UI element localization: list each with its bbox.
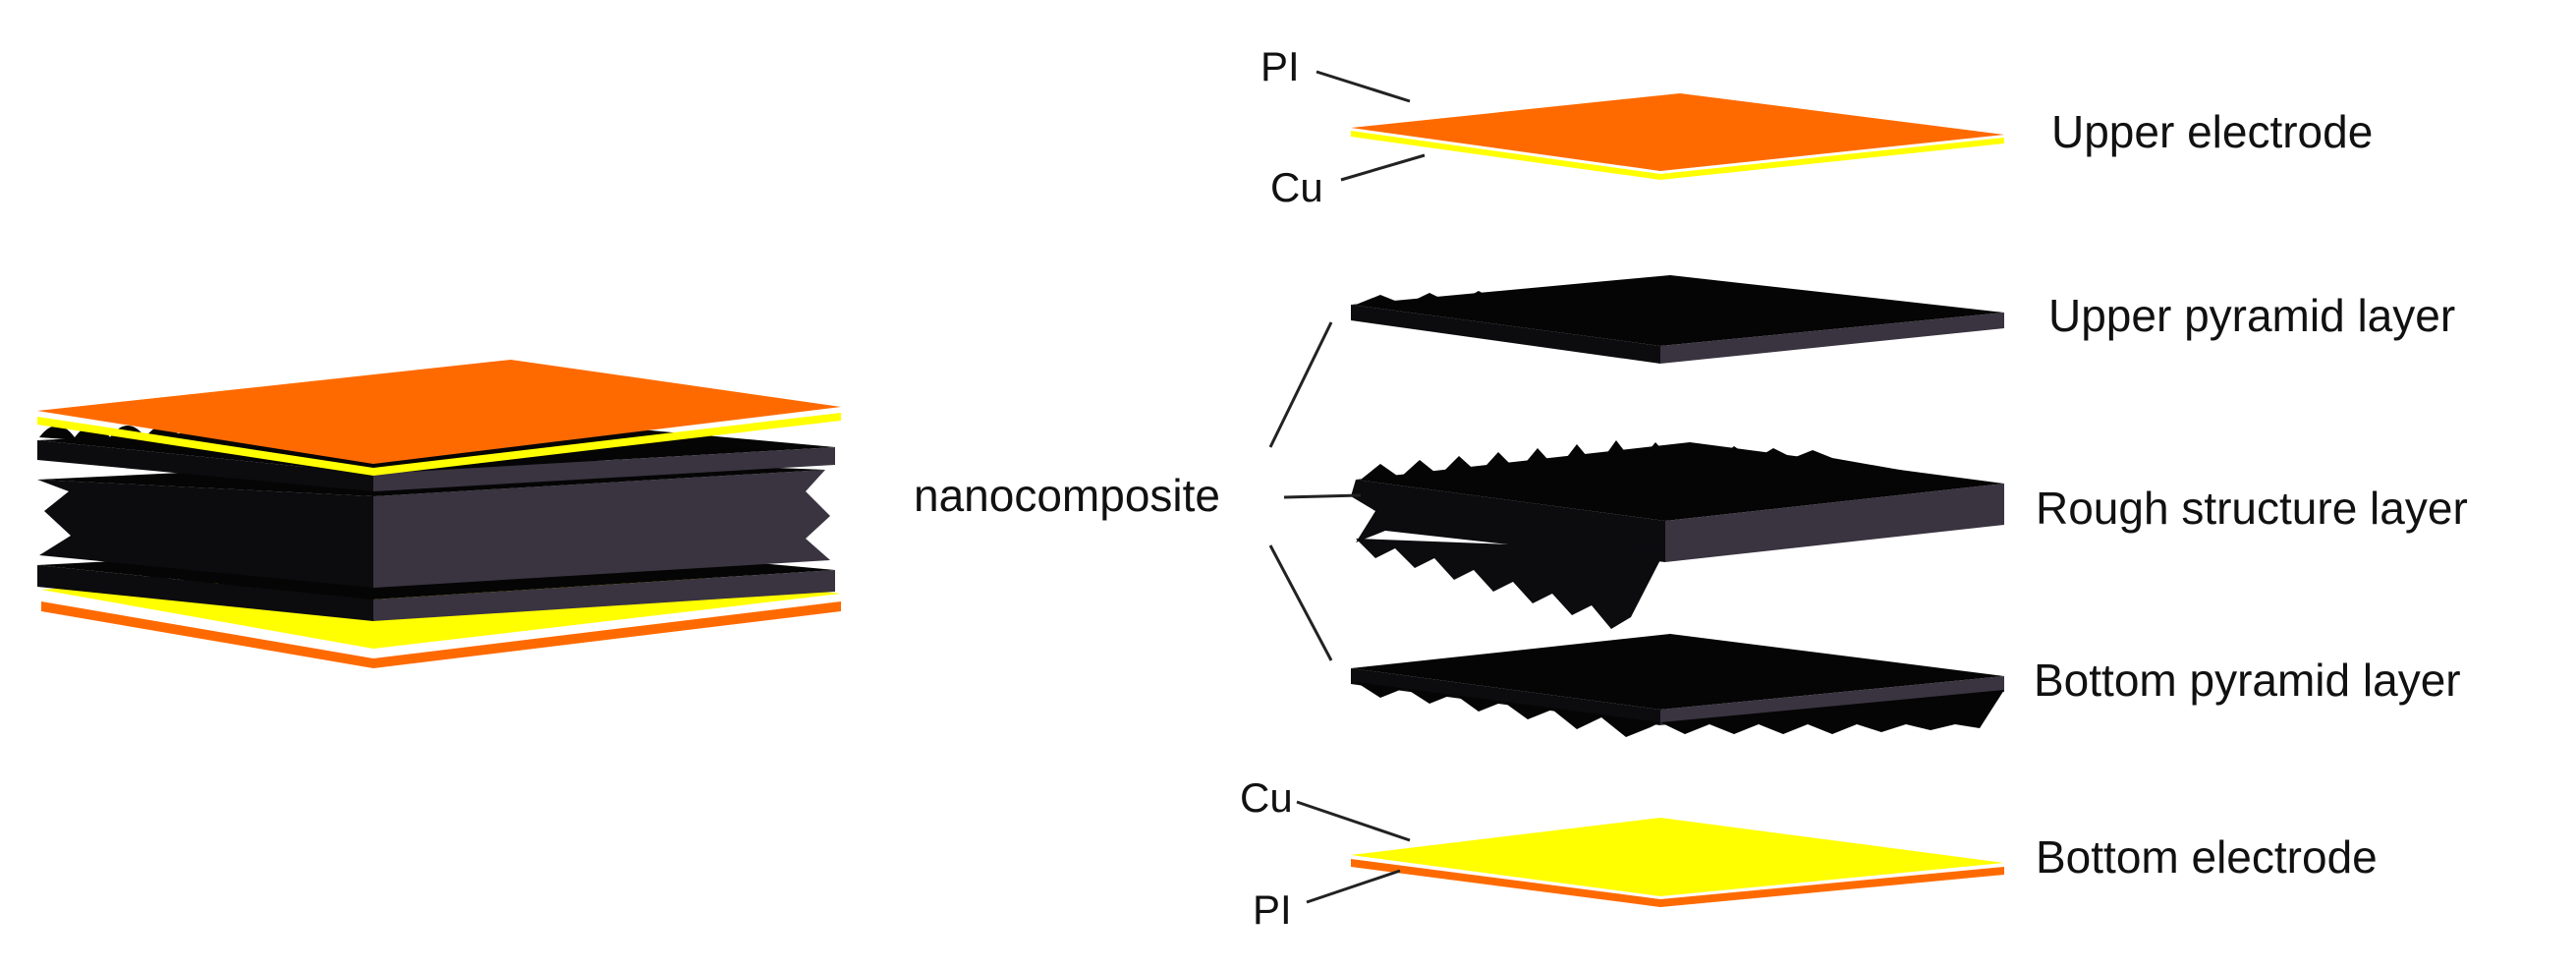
rough-front: [1351, 480, 1665, 562]
upper-electrode-cu-edge: [1351, 131, 2004, 180]
upper-pyramid-layer: [1351, 275, 2004, 364]
assembled-bottom-pi: [41, 601, 841, 668]
rough-structure-layer: [1351, 440, 2004, 629]
assembled-bottom-pyramid-side: [373, 570, 835, 621]
assembled-stack: [37, 360, 841, 668]
label-cu-top: Cu: [1270, 164, 1323, 210]
label-cu-bottom: Cu: [1240, 774, 1293, 821]
upper-pyramid-bumps: [1356, 285, 1798, 305]
leader-nano-upper: [1268, 321, 1333, 448]
leader-nano-bottom: [1268, 544, 1333, 661]
label-upper-pyramid: Upper pyramid layer: [2048, 290, 2455, 341]
upper-electrode: [1351, 93, 2004, 180]
bottom-electrode-pi-edge: [1351, 859, 2004, 907]
label-upper-electrode: Upper electrode: [2051, 106, 2373, 157]
bottom-electrode-cu: [1351, 818, 2004, 896]
label-rough-structure: Rough structure layer: [2036, 483, 2468, 534]
bottom-pyramid-side: [1660, 676, 2004, 725]
bottom-pyramid-top: [1351, 634, 2004, 710]
label-bottom-electrode: Bottom electrode: [2036, 831, 2378, 883]
upper-electrode-pi: [1351, 93, 2004, 171]
assembled-rough-side: [373, 470, 830, 588]
bottom-electrode: [1351, 818, 2004, 907]
rough-front-bumps: [1356, 539, 1665, 629]
upper-pyramid-front: [1351, 305, 1660, 364]
assembled-bottom-pyramid-front: [37, 565, 373, 621]
assembled-top-cu: [37, 413, 841, 476]
labels: PI Cu Upper electrode Upper pyramid laye…: [914, 43, 2468, 933]
leader-cu-bottom: [1296, 800, 1411, 842]
label-pi-top: PI: [1260, 43, 1300, 89]
label-nanocomposite: nanocomposite: [914, 470, 1220, 521]
assembled-upper-pyramid-front: [37, 440, 373, 491]
rough-side: [1665, 484, 2004, 562]
leader-cu-top: [1340, 153, 1426, 182]
upper-pyramid-top: [1351, 275, 2004, 346]
bottom-pyramid-bumps: [1356, 682, 2004, 737]
upper-pyramid-side: [1660, 313, 2004, 364]
leader-nano-middle: [1283, 493, 1362, 499]
leader-pi-top: [1316, 70, 1411, 103]
assembled-upper-pyramid-side: [373, 447, 835, 491]
assembled-rough-front: [37, 480, 373, 588]
leader-lines: [1268, 70, 1426, 904]
label-bottom-pyramid: Bottom pyramid layer: [2034, 655, 2461, 706]
bottom-pyramid-front: [1351, 668, 1660, 725]
leader-pi-bottom: [1306, 869, 1401, 904]
bottom-pyramid-layer: [1351, 634, 2004, 737]
label-pi-bottom: PI: [1253, 886, 1292, 933]
assembled-top-pi: [37, 360, 841, 464]
